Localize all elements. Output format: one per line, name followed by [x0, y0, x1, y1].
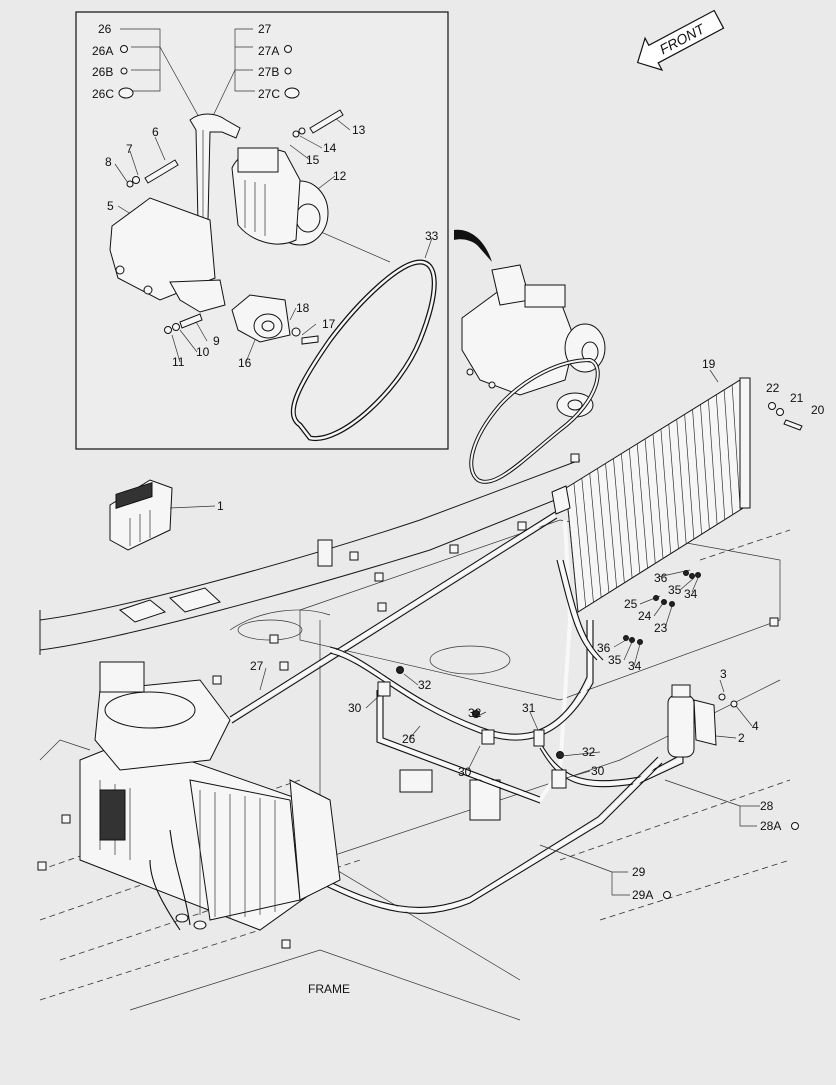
callout-27b: 27B — [258, 65, 279, 79]
callout-15: 15 — [306, 153, 320, 167]
callout-17: 17 — [322, 317, 336, 331]
callout-20: 20 — [811, 403, 825, 417]
callout-26a: 26A — [92, 44, 113, 58]
callout-12: 12 — [333, 169, 347, 183]
callout-35-upper: 35 — [668, 583, 682, 597]
condenser-fin — [708, 399, 718, 525]
callout-36-upper: 36 — [654, 571, 668, 585]
receiver-drier — [667, 684, 738, 758]
control-panel — [109, 479, 216, 551]
callout-26: 26 — [98, 22, 112, 36]
condenser-fin — [636, 443, 648, 569]
condenser-fin — [652, 433, 664, 559]
main-leaders — [259, 569, 799, 899]
callout-8: 8 — [105, 155, 112, 169]
inset-labels: 26 26A 26B 26C 27 27A 27B 27C 6 7 8 5 13… — [92, 22, 439, 370]
callout-34-upper: 34 — [684, 587, 698, 601]
callout-31: 31 — [522, 701, 536, 715]
callout-3: 3 — [720, 667, 727, 681]
condenser-fin — [628, 448, 641, 574]
callout-28: 28 — [760, 799, 774, 813]
condenser-fin — [723, 389, 733, 515]
callout-35-lower: 35 — [608, 653, 622, 667]
callout-32-a: 32 — [418, 678, 432, 692]
callout-16: 16 — [238, 356, 252, 370]
callout-23: 23 — [654, 621, 668, 635]
callout-4: 4 — [752, 719, 759, 733]
condenser-fin — [605, 463, 617, 588]
callout-13: 13 — [352, 123, 366, 137]
condenser-fin — [644, 438, 656, 564]
callout-28a: 28A — [760, 819, 781, 833]
callout-6: 6 — [152, 125, 159, 139]
condenser-fin — [676, 419, 687, 544]
condenser-fin — [573, 483, 587, 608]
condenser-fin — [613, 458, 625, 583]
callout-27: 27 — [258, 22, 272, 36]
callout-33: 33 — [425, 229, 439, 243]
inset-parts — [109, 45, 437, 442]
condenser-fin — [731, 384, 741, 510]
callout-9: 9 — [213, 334, 220, 348]
condenser-fin — [621, 453, 633, 578]
callout-14: 14 — [323, 141, 337, 155]
hoses — [228, 511, 684, 914]
callout-21: 21 — [790, 391, 804, 405]
callout-32-c: 32 — [582, 745, 596, 759]
condenser-fin — [668, 424, 679, 549]
inset-pointer-arrow — [454, 229, 492, 262]
callout-30-b: 30 — [458, 765, 472, 779]
callout-10: 10 — [196, 345, 210, 359]
callout-34-lower: 34 — [628, 659, 642, 673]
main-labels: 1 19 22 21 20 36 35 34 25 24 23 36 35 34… — [217, 357, 825, 902]
callout-27c: 27C — [258, 87, 280, 101]
callout-19: 19 — [702, 357, 716, 371]
callout-25: 25 — [624, 597, 638, 611]
callout-11: 11 — [172, 355, 185, 369]
condenser-fin — [589, 473, 602, 598]
callout-26b: 26B — [92, 65, 113, 79]
callout-22: 22 — [766, 381, 780, 395]
callout-29a: 29A — [632, 888, 653, 902]
callout-29: 29 — [632, 865, 646, 879]
compressor-main — [461, 264, 606, 484]
condenser-fin — [715, 394, 726, 520]
callout-30-a: 30 — [348, 701, 362, 715]
callout-27a: 27A — [258, 44, 279, 58]
callout-26-main: 26 — [402, 732, 416, 746]
callout-1: 1 — [217, 499, 224, 513]
callout-30-c: 30 — [591, 764, 605, 778]
callout-27-main: 27 — [250, 659, 264, 673]
callout-26c: 26C — [92, 87, 114, 101]
condenser-fin — [700, 404, 710, 530]
callout-5: 5 — [107, 199, 114, 213]
front-arrow: FRONT — [636, 9, 725, 71]
callout-18: 18 — [296, 301, 310, 315]
condenser-fin — [597, 468, 610, 593]
condenser-fin — [581, 478, 594, 603]
hvac-unit — [79, 661, 341, 931]
condenser-fin — [684, 414, 695, 540]
callout-32-b: 32 — [468, 706, 482, 720]
callout-24: 24 — [638, 609, 652, 623]
inset-leaders — [114, 28, 433, 363]
callout-36-lower: 36 — [597, 641, 611, 655]
callout-2: 2 — [738, 731, 745, 745]
condenser-fin — [692, 409, 702, 535]
condenser-fin — [660, 429, 672, 554]
frame-label: FRAME — [308, 982, 350, 996]
callout-7: 7 — [126, 142, 133, 156]
condenser — [551, 369, 803, 613]
